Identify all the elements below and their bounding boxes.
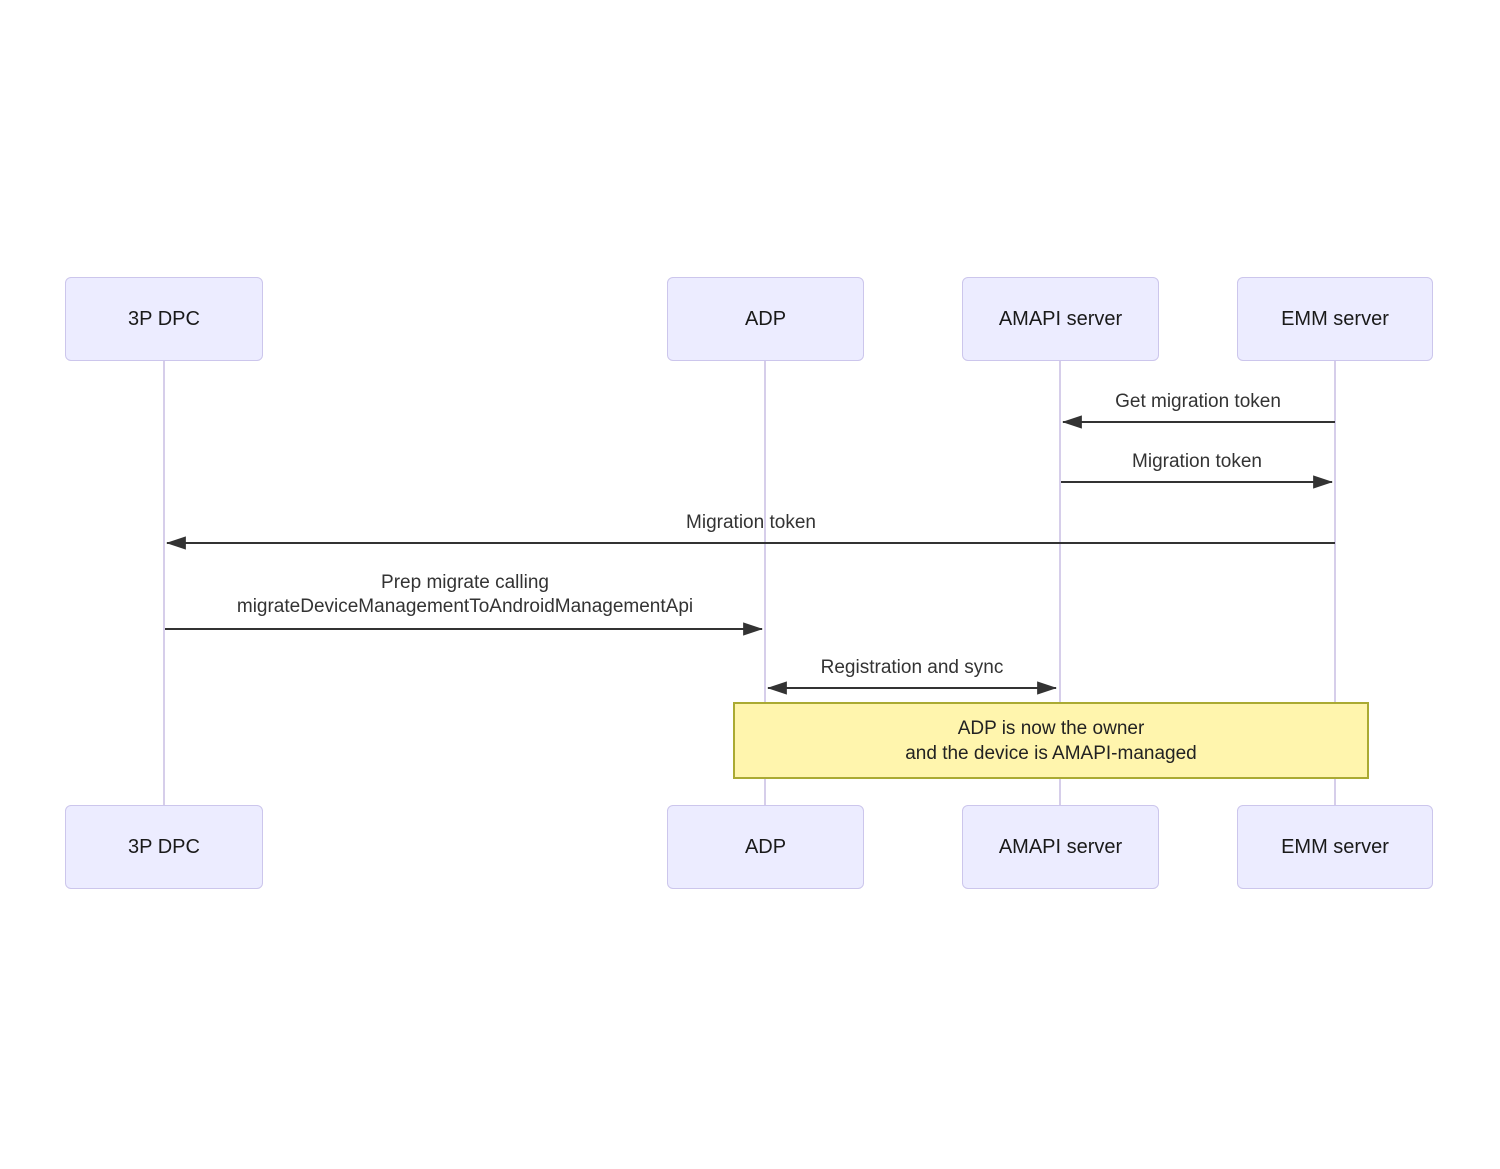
message-label-prep-migrate: Prep migrate calling migrateDeviceManage… <box>237 571 693 619</box>
actor-bottom-emm-server: EMM server <box>1237 805 1433 889</box>
actor-top-adp: ADP <box>667 277 864 361</box>
actor-top-amapi-server: AMAPI server <box>962 277 1159 361</box>
note-line-1: ADP is now the owner <box>957 717 1145 739</box>
message-label-prep-migrate-line-1: Prep migrate calling <box>381 572 549 593</box>
actor-bottom-amapi-server: AMAPI server <box>962 805 1159 889</box>
message-label-migration-token-2: Migration token <box>686 512 816 533</box>
message-label-get-migration-token: Get migration token <box>1115 391 1281 412</box>
actor-label: ADP <box>744 307 787 330</box>
actor-bottom-adp: ADP <box>667 805 864 889</box>
lifeline-adp <box>764 361 766 805</box>
message-label-migration-token-1: Migration token <box>1132 451 1262 472</box>
note-adp-owner: ADP is now the owner and the device is A… <box>733 702 1369 779</box>
actor-top-3p-dpc: 3P DPC <box>65 277 263 361</box>
lifeline-3p-dpc <box>163 361 165 805</box>
lifeline-emm-server <box>1334 361 1336 805</box>
actor-label: EMM server <box>1281 307 1389 330</box>
message-label-registration-and-sync: Registration and sync <box>820 657 1004 678</box>
actor-top-emm-server: EMM server <box>1237 277 1433 361</box>
actor-label: 3P DPC <box>128 307 200 330</box>
actor-label: AMAPI server <box>998 835 1123 858</box>
actor-bottom-3p-dpc: 3P DPC <box>65 805 263 889</box>
message-label-prep-migrate-line-2: migrateDeviceManagementToAndroidManageme… <box>236 596 694 617</box>
actor-label: EMM server <box>1281 835 1389 858</box>
note-line-2: and the device is AMAPI-managed <box>905 742 1197 764</box>
lifeline-amapi-server <box>1059 361 1061 805</box>
actor-label: ADP <box>744 835 787 858</box>
actor-label: AMAPI server <box>998 307 1123 330</box>
actor-label: 3P DPC <box>128 835 200 858</box>
